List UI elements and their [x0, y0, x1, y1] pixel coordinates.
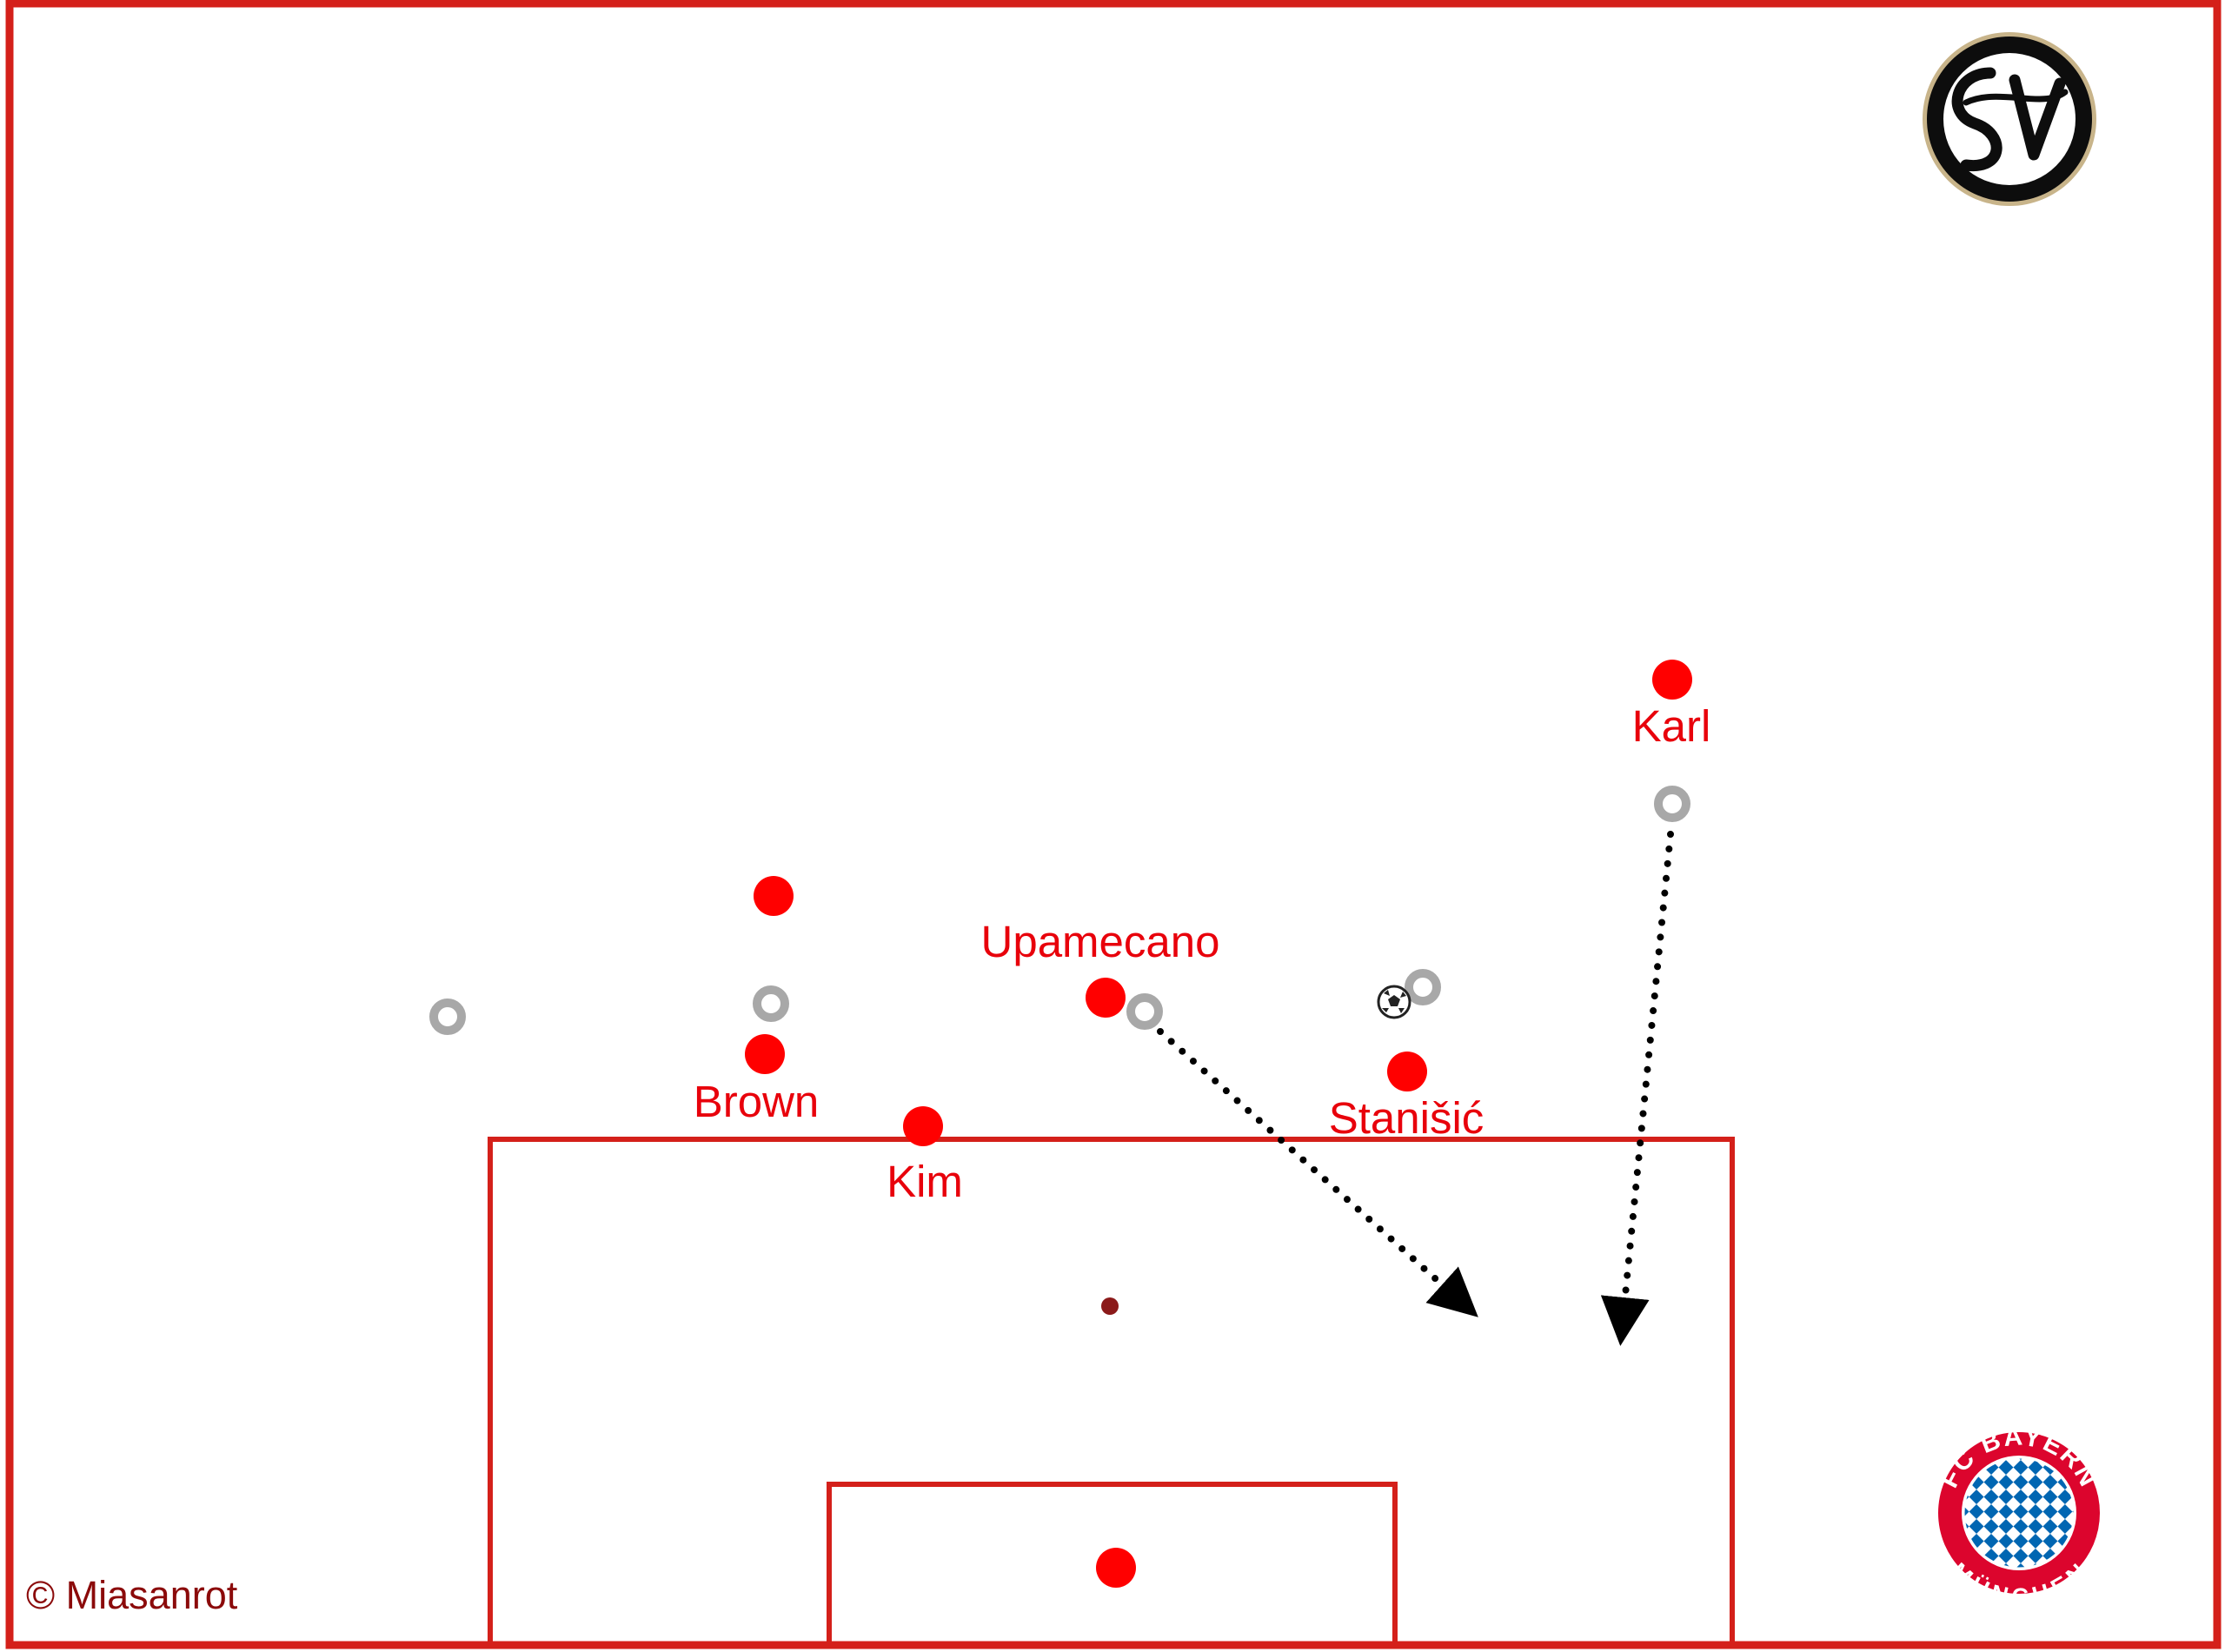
football-icon	[1377, 985, 1411, 1019]
opponent-marker	[1654, 786, 1690, 822]
player-dot-upamecano	[1086, 978, 1126, 1018]
opponent-marker	[1126, 993, 1163, 1030]
pitch-boundary	[5, 0, 2222, 1649]
opponent-marker	[1405, 969, 1441, 1005]
player-dot-goalkeeper	[1096, 1548, 1136, 1588]
run-arrow-2	[1600, 831, 1674, 1346]
player-label-brown: Brown	[694, 1077, 820, 1126]
player-label-kim: Kim	[887, 1157, 963, 1206]
penalty-spot	[1101, 1297, 1119, 1315]
fc-bayern-crest-icon: FC BAYERN MÜNCHEN	[1934, 1422, 2104, 1609]
player-label-stanisic: Stanišić	[1329, 1093, 1484, 1143]
player-dot-stanisic	[1387, 1052, 1427, 1091]
player-label-upamecano: Upamecano	[981, 917, 1220, 966]
player-dot-brown	[745, 1034, 785, 1074]
opponent-marker	[753, 985, 789, 1022]
goal-area	[827, 1482, 1398, 1648]
opponent-marker	[429, 998, 466, 1035]
player-dot-upper-left	[754, 876, 794, 916]
copyright-text: © Miasanrot	[26, 1573, 238, 1617]
player-dot-karl	[1652, 660, 1692, 700]
player-label-karl: Karl	[1632, 701, 1711, 751]
player-dot-kim	[903, 1106, 943, 1146]
elversberg-crest-icon	[1923, 32, 2096, 206]
